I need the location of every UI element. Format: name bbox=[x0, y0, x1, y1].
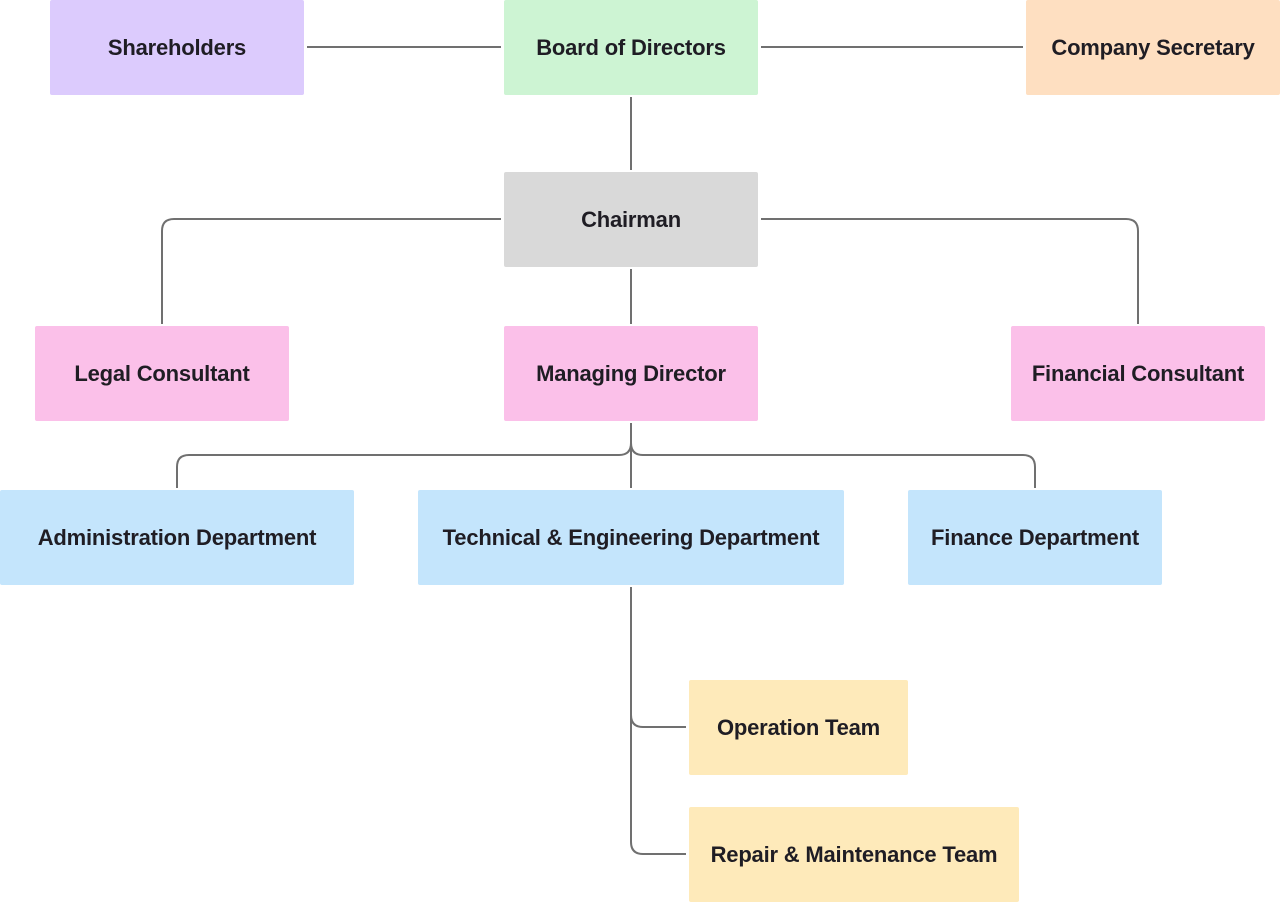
node-legal-consultant[interactable]: Legal Consultant bbox=[35, 326, 289, 421]
node-shareholders[interactable]: Shareholders bbox=[50, 0, 304, 95]
node-finance-department[interactable]: Finance Department bbox=[908, 490, 1162, 585]
node-operation-team[interactable]: Operation Team bbox=[689, 680, 908, 775]
connector-tech-repair bbox=[630, 587, 686, 855]
connector-chairman-legal bbox=[161, 218, 501, 324]
connector-tech-operation bbox=[630, 587, 686, 728]
node-repair-maintenance-team[interactable]: Repair & Maintenance Team bbox=[689, 807, 1019, 902]
connector-chairman-financial bbox=[761, 218, 1139, 324]
connector-md-finance bbox=[630, 423, 1036, 488]
node-administration-department[interactable]: Administration Department bbox=[0, 490, 354, 585]
node-company-secretary[interactable]: Company Secretary bbox=[1026, 0, 1280, 95]
connector-md-admin bbox=[176, 423, 632, 488]
node-managing-director[interactable]: Managing Director bbox=[504, 326, 758, 421]
node-chairman[interactable]: Chairman bbox=[504, 172, 758, 267]
node-technical-engineering-department[interactable]: Technical & Engineering Department bbox=[418, 490, 844, 585]
node-board-of-directors[interactable]: Board of Directors bbox=[504, 0, 758, 95]
node-financial-consultant[interactable]: Financial Consultant bbox=[1011, 326, 1265, 421]
